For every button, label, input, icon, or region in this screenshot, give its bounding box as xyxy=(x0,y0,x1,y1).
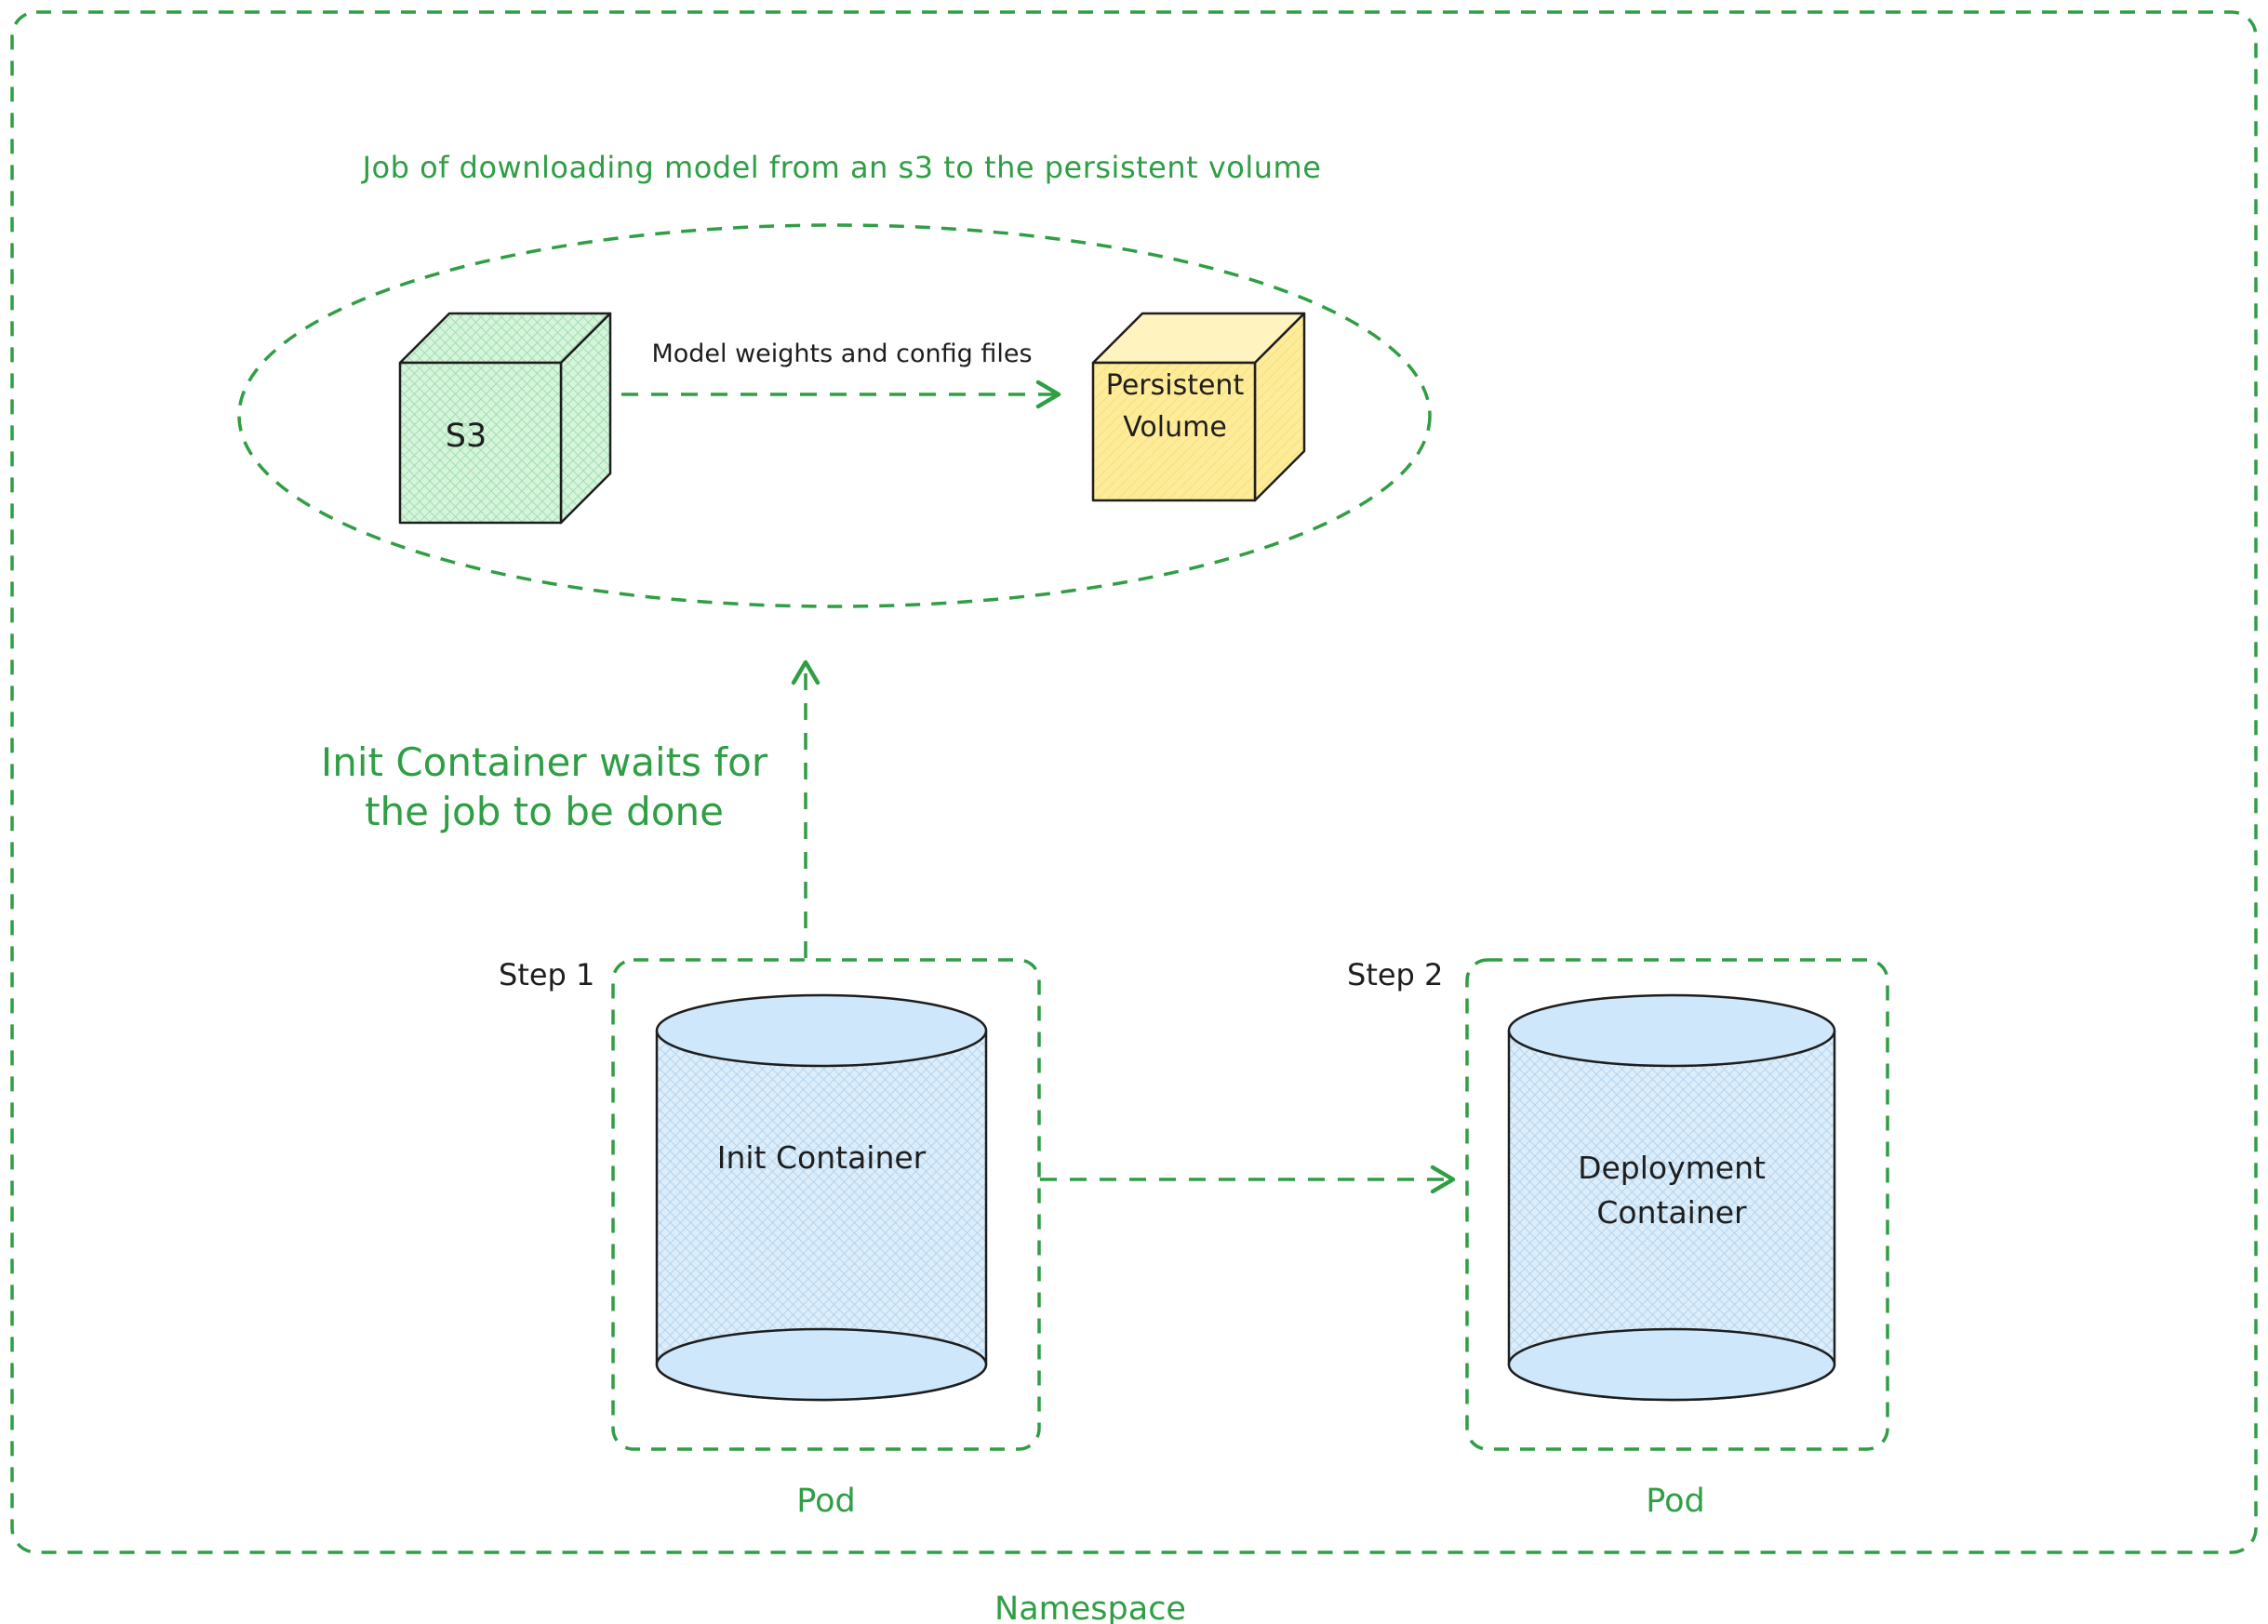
s3-cube xyxy=(398,312,612,525)
s3-label: S3 xyxy=(445,418,487,455)
namespace-label: Namespace xyxy=(994,1591,1186,1624)
job-ellipse xyxy=(237,223,1432,608)
pod-2-label: Pod xyxy=(1646,1483,1705,1520)
job-title: Job of downloading model from an s3 to t… xyxy=(362,150,1322,185)
pod-1-label: Pod xyxy=(796,1483,856,1520)
pod-1-border xyxy=(611,958,1041,1451)
pod-2-border xyxy=(1465,958,1889,1451)
persistent-volume-cube xyxy=(1091,312,1306,502)
init-container-cylinder xyxy=(655,993,988,1402)
namespace-border xyxy=(10,10,2258,1554)
deployment-container-label: Deployment Container xyxy=(1578,1150,1766,1231)
wait-note: Init Container waits for the job to be d… xyxy=(320,739,768,834)
step-2-label: Step 2 xyxy=(1347,957,1444,992)
init-container-label: Init Container xyxy=(716,1139,927,1176)
persistent-volume-label: Persistent Volume xyxy=(1105,369,1245,444)
step-1-label: Step 1 xyxy=(499,957,595,992)
transfer-arrow-label: Model weights and config files xyxy=(651,339,1033,368)
deployment-container-cylinder xyxy=(1507,993,1836,1402)
